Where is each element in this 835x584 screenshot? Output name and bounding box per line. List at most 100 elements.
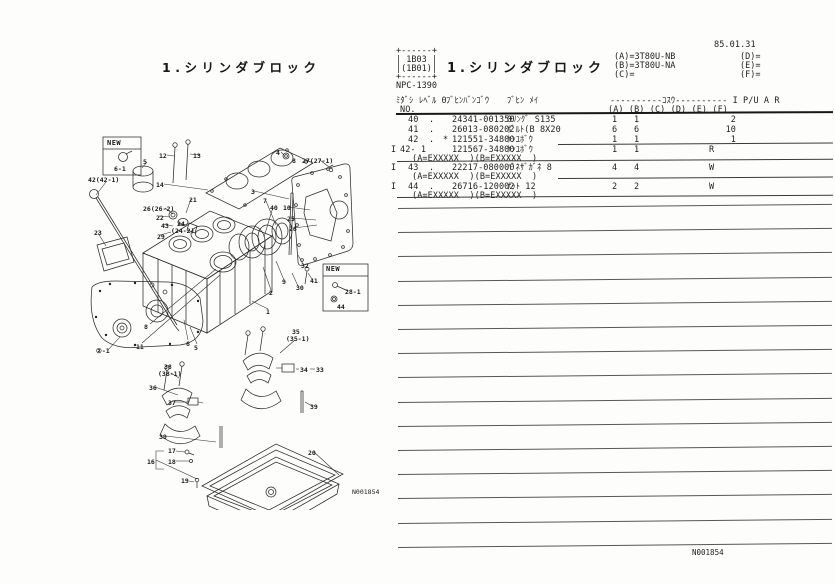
diagram-callout: 24 [177,220,185,228]
diagram-callout: 26 [289,225,297,233]
row-no: 43 [408,163,419,174]
rear-plate [291,163,354,266]
row-part-number: 121551-34800 [452,135,515,145]
diagram-callout: 10 [283,204,291,212]
diagram-callout: 43 [161,222,169,230]
diagram-callout: 11 [136,343,144,351]
row-flag: I [391,181,397,192]
row-no: 44 [408,181,419,192]
diagram-callout: (24-2) [171,227,195,235]
row-no: 42- 1 [400,145,427,155]
row-level: . [429,125,435,135]
diagram-callout: 6-1 [114,165,126,173]
diagram-callout: ②-1 [96,347,110,355]
row-part-name: ﾅｯﾄ 12 [507,181,536,192]
empty-ruled-line [397,542,832,548]
diagram-callout: 3 [251,188,255,196]
applicability-line: (C)= [614,70,635,81]
diagram-callout: 14 [156,181,164,189]
head-gasket [205,147,314,210]
head-bolt [172,146,176,184]
figure-number-diagram: N001854 [352,488,380,496]
head-bolt [185,143,189,181]
row-no: 40 [408,115,419,125]
diagram-callout: 12 [159,152,167,160]
row-i-mark: W [709,181,715,192]
diagram-callout: 42(42-1) [88,176,120,184]
col-header-qty-group: ----------ｺｽｳ---------- I P/U A R [610,96,780,106]
diagram-callout: 33 [316,366,324,374]
diagram-callout: 16 [147,458,155,466]
applicability-col1: (A)=3T80U-NB(B)=3T80U-NA(C)= [614,52,676,81]
new-parts-box-1 [102,136,142,176]
diagram-callout: 9 [282,278,286,286]
empty-ruled-line [397,228,832,234]
row-part-number: 22217-080000 [452,163,515,174]
diagram-callout: 29 [157,233,165,241]
row-i-mark: R [709,145,715,155]
applicability-line: (F)= [740,70,761,81]
row-part-name: 0ﾘﾝｸﾞ S135 [507,115,556,125]
diagram-callout: 22 [156,214,164,222]
empty-ruled-line [397,373,832,379]
new-box-label: NEW [326,265,341,273]
row-pu-qty: 10 [725,125,736,135]
row-applicability-note: (A=EXXXXX )(B=EXXXXX ) [412,154,538,164]
row-qty-b: 2 [634,181,640,192]
row-qty-a: 6 [612,125,618,135]
row-applicability-note: (A=EXXXXX )(B=EXXXXX ) [412,172,538,183]
empty-ruled-line [397,276,832,282]
row-level: . [429,163,435,174]
empty-ruled-line [397,397,832,403]
empty-ruled-line [397,324,832,330]
empty-ruled-line [397,252,832,258]
new-parts-box-2 [322,263,369,312]
bearing-cap-group [159,361,223,448]
empty-ruled-line [397,349,832,355]
empty-ruled-line [397,421,832,427]
table-divider [557,142,833,145]
row-part-name: ﾊﾞﾈｻﾞｶﾞﾈ 8 [507,163,552,174]
table-divider [557,176,833,179]
diagram-callout: 8 [144,323,148,331]
row-part-name: ｹﾝﾕﾎﾞｳ [507,145,534,155]
row-level: . [429,181,435,192]
row-qty-a: 2 [612,181,618,192]
diagram-callout: 39 [310,403,318,411]
diagram-callout: 34 [300,366,308,374]
col-header-no: NO. [400,105,416,115]
col-header-midashi: ﾐﾀﾞｼ [396,96,414,106]
empty-ruled-line [397,203,832,209]
diagram-callout: 41 [310,277,318,285]
section-title-left: 1.シリンダブロック [162,60,321,75]
oil-pan-gasket [201,443,344,510]
cylinder-block-side [206,235,273,334]
diagram-callout: 4 [276,149,280,157]
applicability-line: (E)= [740,61,761,72]
diagram-callout: 6 [186,340,190,348]
diagram-callout: 40 [270,204,278,212]
diagram-callout: 13 [193,152,201,160]
empty-ruled-line [397,445,832,451]
diagram-callout: 5 [143,158,147,166]
diagram-callout: 17 [168,447,176,455]
diagram-callout: 2 [269,289,273,297]
diagram-callout: 23 [94,229,102,237]
gear-case-cover [90,280,204,348]
revision-date: 85.01.31 [714,40,756,50]
row-part-number: 26716-120002 [452,181,515,192]
diagram-callout: 36 [149,384,157,392]
col-header-qty-cols: (A) (B) (C) (D) (E) (F) [608,105,729,115]
applicability-col2: (D)=(E)=(F)= [740,52,761,81]
row-part-number: 26013-080202 [452,125,515,135]
section-title-right: 1.シリンダブロック [447,61,605,76]
bearing-cap-group [240,326,304,413]
diagram-callout: (35-1) [286,335,310,343]
row-no: 42 [408,135,419,145]
row-star: * [443,135,449,145]
row-part-name: ﾎﾞﾙﾄ(B 8X20 [507,125,561,135]
diagram-callout: 27(27-1) [302,157,334,165]
row-qty-b: 1 [634,145,640,155]
applicability-line: (B)=3T80U-NA [614,61,676,72]
